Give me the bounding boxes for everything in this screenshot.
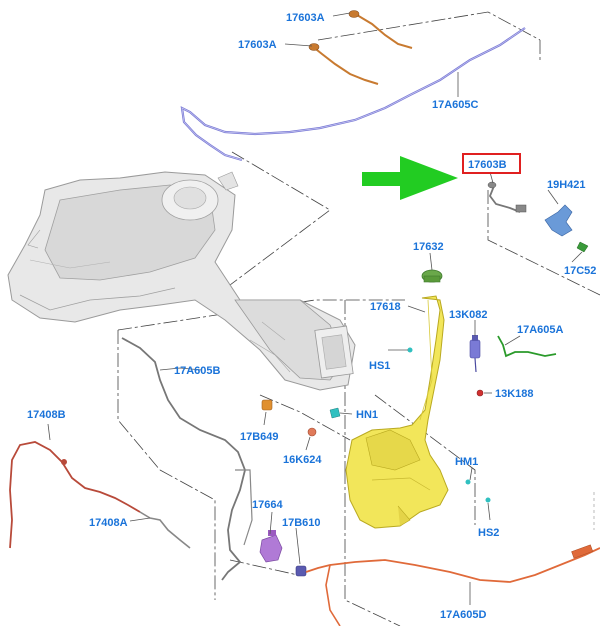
hose-17A605D — [305, 547, 600, 583]
grommet-13K188 — [476, 389, 484, 397]
pump-17B610 — [295, 565, 307, 577]
clip-HM1 — [465, 479, 471, 485]
label-17B649: 17B649 — [240, 431, 279, 443]
washer-jet-17603B — [487, 181, 527, 213]
fitting-16K624 — [307, 427, 317, 437]
label-17A605A: 17A605A — [517, 324, 564, 336]
dashed-guide-lines — [117, 11, 600, 626]
hose-17408A — [139, 511, 191, 549]
hose-17A605A — [497, 335, 557, 358]
leader-lines — [47, 12, 583, 605]
label-HN1: HN1 — [356, 409, 378, 421]
label-HS1: HS1 — [369, 360, 390, 372]
label-17B610: 17B610 — [282, 517, 321, 529]
hose-17A605B-branch — [235, 469, 253, 546]
pump-13K082 — [469, 335, 481, 373]
front-body-structure — [7, 171, 356, 391]
hose-17A605B — [121, 337, 246, 581]
hose-17A605C — [180, 27, 526, 162]
fitting-17B649 — [261, 399, 273, 411]
label-17A605D: 17A605D — [440, 609, 487, 621]
hose-17408B — [9, 441, 141, 549]
washer-reservoir — [345, 295, 449, 529]
label-13K082: 13K082 — [449, 309, 488, 321]
hose-17A605D-fitting — [571, 544, 594, 559]
bracket-19H421 — [544, 204, 573, 237]
label-16K624: 16K624 — [283, 454, 322, 466]
label-HS2: HS2 — [478, 527, 499, 539]
label-19H421: 19H421 — [547, 179, 586, 191]
highlight-arrow — [362, 156, 458, 200]
clip-HN1 — [329, 407, 341, 419]
washer-jet-17603A-upper — [348, 10, 413, 49]
hose-17A605D-branch — [325, 564, 341, 626]
clip-HS1 — [407, 347, 413, 353]
label-17603B: 17603B — [468, 159, 507, 171]
label-17A605B: 17A605B — [174, 365, 221, 377]
hose-17A605C-highlight — [181, 27, 526, 161]
label-17408A: 17408A — [89, 517, 128, 529]
label-17408B: 17408B — [27, 409, 66, 421]
label-17632: 17632 — [413, 241, 444, 253]
label-17C52: 17C52 — [564, 265, 596, 277]
reservoir-cap — [421, 269, 443, 283]
label-HM1: HM1 — [455, 456, 478, 468]
label-17603A-upper: 17603A — [286, 12, 325, 24]
clip-HS2 — [485, 497, 491, 503]
label-13K188: 13K188 — [495, 388, 534, 400]
label-17664: 17664 — [252, 499, 283, 511]
pump-17664 — [259, 530, 283, 563]
washer-jet-17603A-lower — [308, 43, 379, 85]
callout-labels: 17603A 17603A 17A605C 17603B 19H421 17C5… — [27, 12, 596, 621]
label-17603A-lower: 17603A — [238, 39, 277, 51]
label-17618: 17618 — [370, 301, 401, 313]
highlight-box — [462, 153, 521, 174]
label-17A605C: 17A605C — [432, 99, 479, 111]
hose-17408B-fitting — [61, 459, 67, 465]
clip-17C52 — [576, 241, 589, 253]
